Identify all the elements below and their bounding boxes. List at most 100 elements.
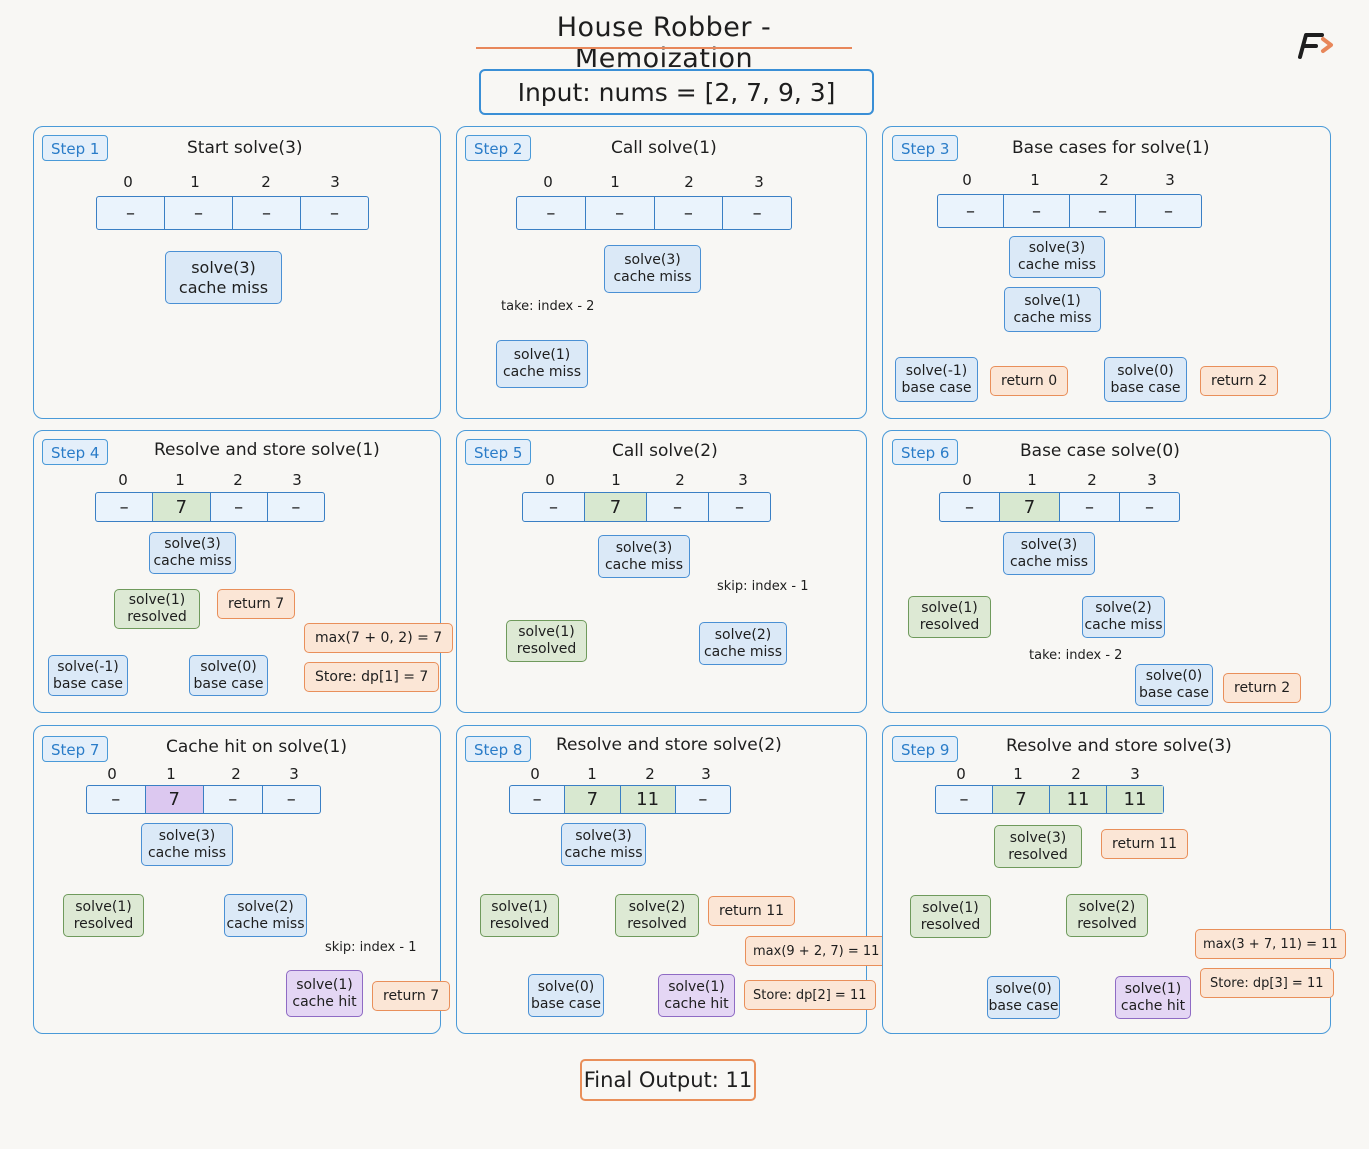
call-node: solve(3) cache miss [604, 245, 701, 293]
memo-index: 1 [166, 765, 176, 783]
memo-index: 0 [956, 765, 966, 783]
memo-cell: – [266, 493, 324, 521]
node-status: base case [193, 675, 264, 692]
node-call: solve(3) [191, 257, 256, 277]
memo-cell: – [708, 493, 770, 521]
memo-cell: – [546, 202, 556, 224]
memo-array: – 7 11 11 [935, 785, 1164, 814]
step-title-7: Cache hit on solve(1) [166, 737, 347, 757]
final-output: Final Output: 11 [580, 1059, 756, 1101]
return-note: return 2 [1223, 673, 1302, 703]
memo-index: 2 [1071, 765, 1081, 783]
memo-index: 2 [675, 471, 685, 489]
call-node: solve(1) cache miss [496, 340, 588, 388]
node-call: solve(1) [922, 899, 979, 916]
step-panel-6 [882, 430, 1331, 713]
memo-index: 0 [962, 471, 972, 489]
compute-note: max(7 + 0, 2) = 7 [304, 623, 454, 653]
node-status: cache hit [1120, 997, 1186, 1014]
call-node: solve(3) resolved [994, 825, 1082, 868]
call-node: solve(1) resolved [114, 589, 200, 629]
call-node: solve(1) cache hit [286, 970, 363, 1017]
node-status: cache miss [178, 277, 269, 297]
node-call: solve(3) [1028, 240, 1086, 256]
step-badge-4: Step 4 [42, 439, 109, 465]
node-status: cache miss [226, 915, 305, 932]
node-call: solve(0) [995, 980, 1052, 997]
node-call: solve(-1) [905, 362, 968, 379]
memo-array: – 7 – – [939, 492, 1180, 522]
memo-array: – 7 11 – [509, 785, 731, 814]
memo-cell: – [126, 202, 135, 224]
memo-cell-cached: 7 [152, 493, 210, 521]
node-status: resolved [489, 915, 550, 932]
memo-index: 0 [545, 471, 555, 489]
node-call: solve(3) [164, 536, 221, 552]
step-badge-8: Step 8 [465, 736, 532, 762]
node-call: solve(0) [1145, 668, 1203, 684]
call-node: solve(1) resolved [506, 620, 587, 662]
memo-index: 0 [123, 173, 133, 191]
node-status: resolved [1077, 915, 1137, 932]
memo-index: 2 [1099, 171, 1109, 189]
node-status: base case [1138, 685, 1209, 701]
node-call: solve(1) [921, 600, 978, 616]
call-node: solve(0) base case [189, 655, 268, 696]
node-call: solve(1) [668, 978, 725, 995]
node-status: cache miss [564, 844, 643, 861]
memo-cell: – [300, 197, 368, 229]
return-note: return 11 [708, 896, 796, 926]
node-status: base case [52, 675, 123, 692]
step-badge-9: Step 9 [892, 736, 959, 762]
memo-cell: – [1003, 195, 1069, 227]
return-note: return 7 [372, 981, 451, 1011]
edge-label: take: index - 2 [501, 299, 595, 314]
memo-cell: – [1119, 493, 1179, 521]
step-badge-3: Step 3 [892, 135, 959, 161]
node-status: resolved [516, 641, 577, 657]
edge-label: take: index - 2 [1029, 648, 1123, 663]
node-call: solve(2) [714, 626, 772, 643]
node-call: solve(3) [1020, 536, 1078, 553]
node-call: solve(0) [1117, 362, 1174, 379]
node-call: solve(3) [575, 827, 632, 844]
memo-cell-cached: 7 [999, 493, 1059, 521]
memo-array: – – – – [937, 194, 1202, 228]
memo-array: – 7 – – [86, 785, 321, 814]
memo-index: 0 [530, 765, 540, 783]
edge-label: skip: index - 1 [717, 579, 809, 594]
memo-index: 3 [330, 173, 340, 191]
node-status: cache miss [1084, 617, 1163, 633]
node-call: solve(2) [1095, 600, 1152, 616]
memo-cell: – [232, 197, 300, 229]
memo-cell: – [584, 197, 654, 229]
node-call: solve(2) [1078, 898, 1136, 915]
call-node: solve(1) resolved [910, 895, 991, 938]
call-node: solve(3) cache miss [598, 535, 690, 578]
step-badge-7: Step 7 [42, 736, 109, 762]
memo-cell-cached: 11 [1106, 786, 1163, 813]
node-status: cache hit [292, 993, 357, 1010]
node-status: base case [901, 379, 972, 396]
step-title-4: Resolve and store solve(1) [154, 440, 380, 460]
memo-index: 1 [1030, 171, 1040, 189]
step-title-1: Start solve(3) [187, 138, 303, 158]
node-status: resolved [127, 609, 187, 625]
memo-cell: – [966, 200, 975, 222]
step-title-2: Call solve(1) [611, 138, 717, 158]
store-note: Store: dp[3] = 11 [1200, 968, 1334, 998]
memo-array: – 7 – – [95, 492, 325, 522]
store-note: Store: dp[1] = 7 [304, 662, 440, 692]
call-node: solve(2) cache miss [1082, 596, 1165, 638]
memo-index: 3 [738, 471, 748, 489]
step-title-6: Base case solve(0) [1020, 441, 1180, 461]
node-status: base case [1110, 379, 1181, 396]
node-status: resolved [627, 915, 687, 932]
memo-index: 2 [231, 765, 241, 783]
memo-index: 2 [233, 471, 243, 489]
memo-cell: – [959, 789, 969, 810]
node-status: base case [988, 997, 1059, 1014]
call-node: solve(0) base case [1135, 664, 1213, 706]
memo-index: 1 [610, 173, 620, 191]
call-node: solve(1) cache hit [658, 974, 735, 1017]
